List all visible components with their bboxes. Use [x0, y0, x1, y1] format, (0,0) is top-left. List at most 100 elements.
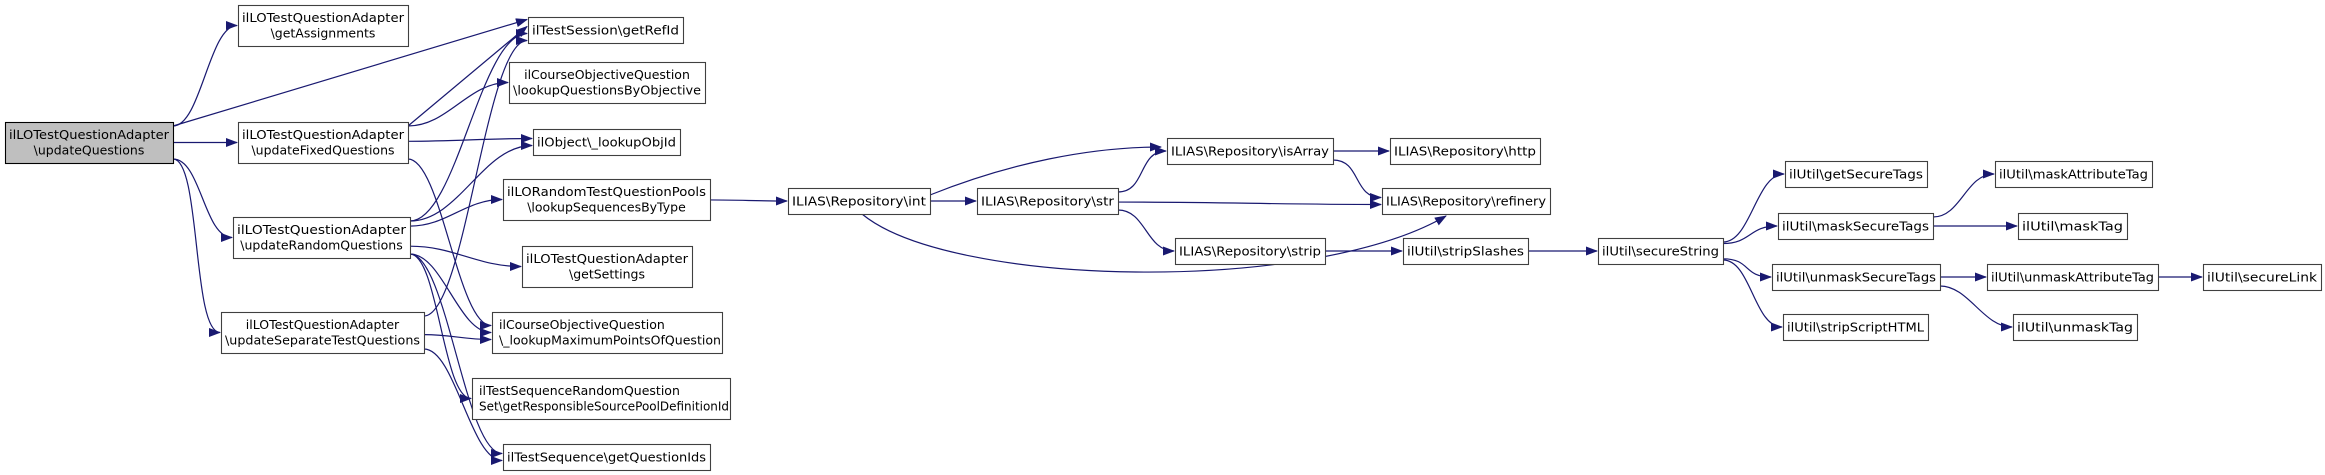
- node-box[interactable]: [1389, 137, 1542, 166]
- node-label: ilLOTestQuestionAdapter: [246, 317, 400, 332]
- graph-edge-updateRandomQuestions-to-getRefId: [409, 29, 528, 222]
- graph-edge-updateFixedQuestions-to-lookupObjId: [407, 134, 533, 144]
- node-label: ilLOTestQuestionAdapter: [9, 127, 170, 142]
- node-box[interactable]: [2012, 313, 2139, 342]
- node-box[interactable]: [976, 187, 1120, 216]
- graph-node-lookupQuestionsByObjective[interactable]: ilCourseObjectiveQuestion\lookupQuestion…: [508, 61, 707, 105]
- node-label: \updateSeparateTestQuestions: [225, 333, 420, 348]
- node-box[interactable]: [1986, 263, 2160, 292]
- node-box[interactable]: [1381, 187, 1552, 216]
- graph-node-unmaskTag[interactable]: ilUtil\unmaskTag: [2012, 313, 2139, 342]
- node-box[interactable]: [232, 216, 412, 260]
- node-label: ilUtil\unmaskSecureTags: [1776, 270, 1936, 285]
- graph-node-maskTag[interactable]: ilUtil\maskTag: [2017, 212, 2129, 241]
- graph-edge-updateRandomQuestions-to-getResponsibleSourcePoolDefinitionId: [409, 253, 472, 403]
- node-box[interactable]: [220, 311, 426, 355]
- node-box[interactable]: [527, 16, 685, 45]
- graph-node-secureLink[interactable]: ilUtil\secureLink: [2202, 263, 2323, 292]
- graph-node-stripSlashes[interactable]: ilUtil\stripSlashes: [1402, 237, 1530, 266]
- graph-node-getAssignments[interactable]: ilLOTestQuestionAdapter\getAssignments: [237, 4, 410, 48]
- graph-node-lookupSequencesByType[interactable]: ilLORandomTestQuestionPools\lookupSequen…: [502, 178, 712, 222]
- node-box[interactable]: [1174, 237, 1327, 266]
- graph-node-getSettings[interactable]: ilLOTestQuestionAdapter\getSettings: [521, 245, 694, 289]
- node-label: \lookupQuestionsByObjective: [513, 83, 701, 98]
- graph-edge-updateFixedQuestions-to-lookupMaximumPoints: [407, 158, 492, 330]
- node-label: ilLORandomTestQuestionPools: [507, 184, 706, 199]
- graph-edge-secureString-to-maskSecureTags: [1722, 221, 1778, 245]
- node-label: ILIAS\Repository\int: [792, 194, 926, 209]
- node-label: \updateRandomQuestions: [240, 238, 402, 253]
- node-label: ilUtil\getSecureTags: [1789, 167, 1923, 182]
- node-box[interactable]: [1777, 212, 1935, 241]
- node-label: ilLOTestQuestionAdapter: [242, 127, 405, 142]
- node-box[interactable]: [491, 311, 724, 355]
- root-node-box[interactable]: [4, 121, 175, 165]
- node-label: ilTestSession\getRefId: [532, 23, 679, 38]
- node-box[interactable]: [1597, 237, 1725, 266]
- graph-edge-updateFixedQuestions-to-getRefId: [407, 25, 528, 127]
- node-box[interactable]: [1784, 160, 1929, 189]
- node-label: ilUtil\stripScriptHTML: [1787, 320, 1924, 335]
- node-box[interactable]: [237, 121, 410, 165]
- node-box[interactable]: [1771, 263, 1942, 292]
- node-label: ilLOTestQuestionAdapter: [242, 10, 405, 25]
- node-box[interactable]: [1994, 160, 2154, 189]
- node-box[interactable]: [521, 245, 694, 289]
- graph-node-getSecureTags[interactable]: ilUtil\getSecureTags: [1784, 160, 1929, 189]
- node-box[interactable]: [502, 443, 712, 472]
- graph-node-maskSecureTags[interactable]: ilUtil\maskSecureTags: [1777, 212, 1935, 241]
- graph-edge-updateFixedQuestions-to-lookupQuestionsByObjective: [407, 78, 509, 127]
- node-label: ilTestSequence\getQuestionIds: [507, 450, 706, 465]
- graph-node-http[interactable]: ILIAS\Repository\http: [1389, 137, 1542, 166]
- node-box[interactable]: [1782, 313, 1930, 342]
- graph-edge-secureString-to-unmaskSecureTags: [1722, 258, 1772, 282]
- graph-edge-str-to-strip: [1117, 209, 1175, 256]
- graph-node-isArray[interactable]: ILIAS\Repository\isArray: [1166, 137, 1335, 166]
- node-box[interactable]: [1166, 137, 1335, 166]
- graph-node-updateQuestions[interactable]: ilLOTestQuestionAdapter\updateQuestions: [4, 121, 175, 165]
- graph-node-strip[interactable]: ILIAS\Repository\strip: [1174, 237, 1327, 266]
- node-box[interactable]: [471, 377, 732, 421]
- graph-edge-updateQuestions-to-updateRandomQuestions: [172, 158, 233, 242]
- node-box[interactable]: [502, 178, 712, 222]
- graph-node-getQuestionIds[interactable]: ilTestSequence\getQuestionIds: [502, 443, 712, 472]
- graph-node-maskAttributeTag[interactable]: ilUtil\maskAttributeTag: [1994, 160, 2154, 189]
- graph-node-updateSeparateTestQuestions[interactable]: ilLOTestQuestionAdapter\updateSeparateTe…: [220, 311, 426, 355]
- graph-node-int[interactable]: ILIAS\Repository\int: [787, 187, 932, 216]
- node-label: \updateFixedQuestions: [251, 143, 394, 158]
- node-box[interactable]: [237, 4, 410, 48]
- graph-edge-updateQuestions-to-updateSeparateTestQuestions: [172, 158, 221, 337]
- node-label: \getSettings: [569, 267, 645, 282]
- graph-edge-str-to-refinery: [1117, 199, 1382, 209]
- node-box[interactable]: [2202, 263, 2323, 292]
- graph-node-unmaskSecureTags[interactable]: ilUtil\unmaskSecureTags: [1771, 263, 1942, 292]
- node-box[interactable]: [1402, 237, 1530, 266]
- graph-node-lookupObjId[interactable]: ilObject\_lookupObjId: [532, 128, 682, 157]
- graph-node-str[interactable]: ILIAS\Repository\str: [976, 187, 1120, 216]
- node-box[interactable]: [2017, 212, 2129, 241]
- node-box[interactable]: [532, 128, 682, 157]
- graph-node-stripScriptHTML[interactable]: ilUtil\stripScriptHTML: [1782, 313, 1930, 342]
- graph-node-getRefId[interactable]: ilTestSession\getRefId: [527, 16, 685, 45]
- graph-edge-updateRandomQuestions-to-getQuestionIds: [409, 253, 503, 458]
- graph-node-refinery[interactable]: ILIAS\Repository\refinery: [1381, 187, 1552, 216]
- node-box[interactable]: [787, 187, 932, 216]
- node-label: ilUtil\unmaskAttributeTag: [1991, 270, 2154, 285]
- node-label: ilUtil\maskTag: [2022, 219, 2123, 234]
- graph-node-updateRandomQuestions[interactable]: ilLOTestQuestionAdapter\updateRandomQues…: [232, 216, 412, 260]
- graph-node-unmaskAttributeTag[interactable]: ilUtil\unmaskAttributeTag: [1986, 263, 2160, 292]
- node-label: \lookupSequencesByType: [527, 200, 686, 215]
- graph-edge-updateQuestions-to-getAssignments: [172, 21, 238, 127]
- graph-node-secureString[interactable]: ilUtil\secureString: [1597, 237, 1725, 266]
- node-box[interactable]: [508, 61, 707, 105]
- graph-node-updateFixedQuestions[interactable]: ilLOTestQuestionAdapter\updateFixedQuest…: [237, 121, 410, 165]
- node-label: ilUtil\stripSlashes: [1407, 244, 1524, 259]
- node-label: ilLOTestQuestionAdapter: [526, 251, 689, 266]
- node-label: ILIAS\Repository\strip: [1179, 244, 1321, 259]
- graph-edge-unmaskSecureTags-to-unmaskTag: [1939, 285, 2013, 332]
- graph-node-lookupMaximumPoints[interactable]: ilCourseObjectiveQuestion\_lookupMaximum…: [491, 311, 724, 355]
- graph-node-getResponsibleSourcePoolDefinitionId[interactable]: ilTestSequenceRandomQuestionSet\getRespo…: [471, 377, 732, 421]
- graph-edge-updateRandomQuestions-to-lookupMaximumPoints: [409, 253, 492, 337]
- graph-edge-maskSecureTags-to-maskAttributeTag: [1932, 169, 1995, 218]
